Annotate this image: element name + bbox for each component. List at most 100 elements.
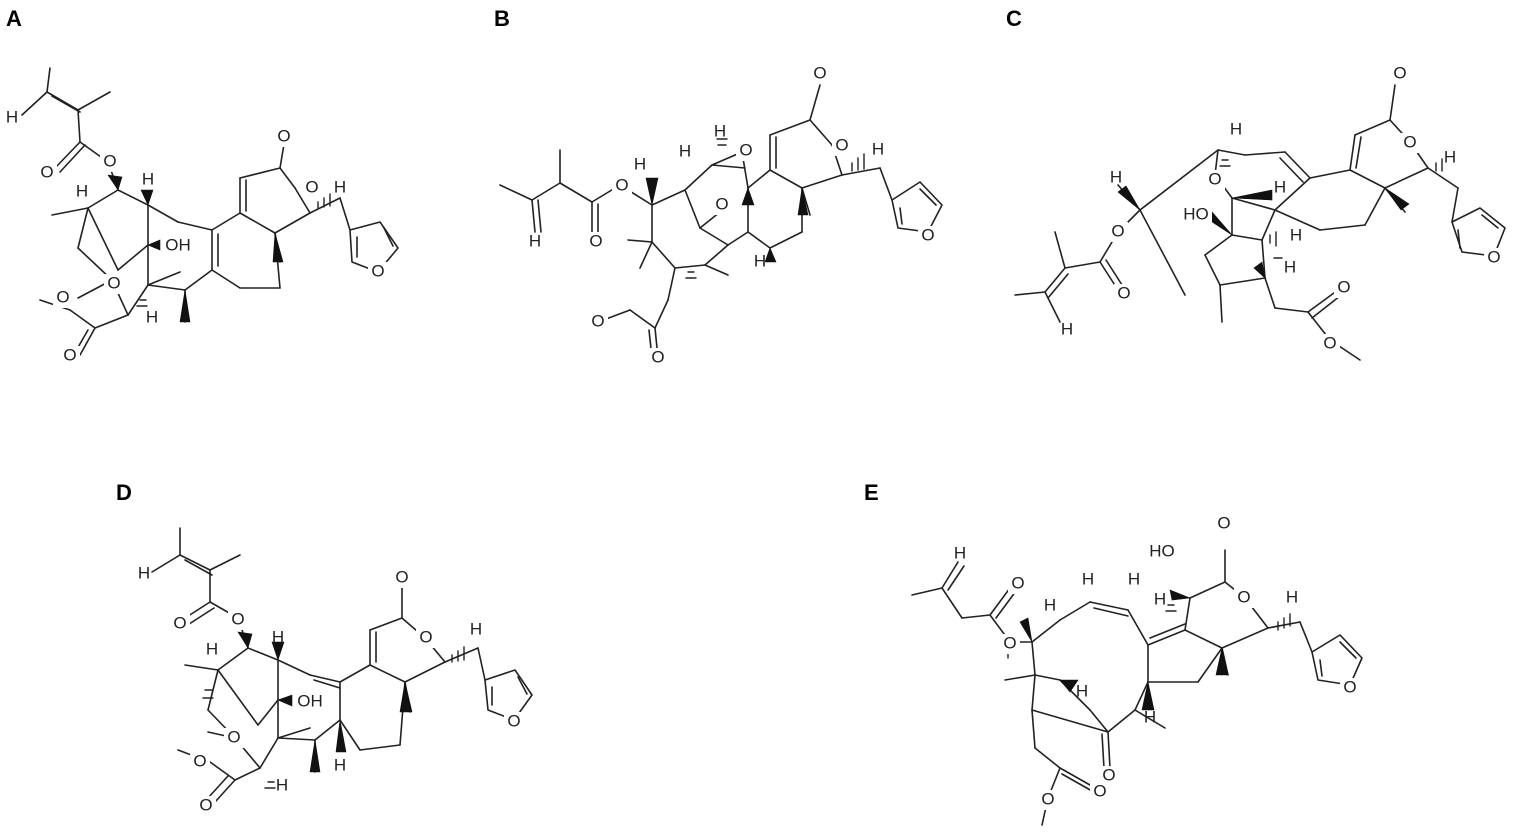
bond bbox=[209, 761, 236, 781]
bond bbox=[369, 617, 403, 631]
bond bbox=[1044, 267, 1066, 293]
bond bbox=[1309, 169, 1351, 179]
wedge-bond bbox=[237, 631, 253, 649]
atom-h: H bbox=[334, 177, 346, 196]
bond bbox=[1101, 733, 1105, 769]
atom-h: H bbox=[1274, 177, 1286, 196]
bond bbox=[1105, 259, 1125, 289]
label-bg bbox=[1008, 574, 1028, 594]
bond bbox=[1197, 647, 1223, 683]
bond bbox=[1279, 157, 1304, 183]
bond bbox=[639, 241, 653, 269]
bond bbox=[809, 119, 833, 146]
panel-c: C bbox=[1000, 0, 1517, 420]
atom-o: O bbox=[63, 345, 76, 364]
label-bg bbox=[368, 262, 388, 282]
atom-o: O bbox=[277, 126, 290, 145]
wedge-bond bbox=[179, 289, 191, 323]
bond bbox=[1107, 709, 1136, 733]
atom-oh: OH bbox=[165, 235, 191, 254]
panel-e: E bbox=[850, 470, 1370, 836]
wedge-bond bbox=[140, 189, 154, 206]
bond bbox=[1204, 254, 1221, 286]
wedge-bond bbox=[399, 681, 413, 713]
bond bbox=[207, 669, 219, 711]
label-bg bbox=[1484, 248, 1504, 268]
label-bg bbox=[810, 64, 830, 84]
bond bbox=[313, 679, 341, 689]
molecule-structure: O O O O O O O O OH H H H H H H bbox=[138, 527, 533, 816]
atom-oh: HO bbox=[1183, 204, 1209, 223]
bond bbox=[879, 167, 893, 201]
bond bbox=[404, 661, 446, 683]
bond bbox=[1089, 601, 1129, 611]
atom-h: H bbox=[872, 139, 884, 158]
bond bbox=[1059, 767, 1091, 786]
panel-label: C bbox=[1006, 6, 1022, 31]
atom-o: O bbox=[1403, 132, 1416, 151]
label-bg bbox=[1234, 588, 1254, 608]
label-bg bbox=[416, 628, 436, 648]
bond bbox=[1349, 134, 1356, 171]
atom-h: H bbox=[272, 627, 284, 646]
bond bbox=[1274, 177, 1311, 211]
bond bbox=[1354, 119, 1391, 136]
bond bbox=[277, 659, 311, 676]
wedge-bond bbox=[1384, 187, 1410, 211]
bond bbox=[1139, 209, 1186, 296]
bond bbox=[1427, 167, 1459, 189]
bond bbox=[274, 212, 311, 234]
bond bbox=[517, 676, 528, 695]
atom-o: O bbox=[1208, 169, 1221, 188]
atom-o: O bbox=[1111, 221, 1124, 240]
atom-o: O bbox=[173, 613, 186, 632]
bond bbox=[54, 141, 81, 169]
atom-o: O bbox=[193, 751, 206, 770]
bond bbox=[961, 614, 991, 619]
atom-o: O bbox=[305, 177, 318, 196]
bond bbox=[87, 189, 119, 209]
bond bbox=[1093, 607, 1129, 617]
bond bbox=[1339, 641, 1357, 659]
bond bbox=[911, 587, 943, 596]
bond bbox=[1031, 674, 1036, 711]
atom-o: O bbox=[1041, 789, 1054, 808]
bond bbox=[207, 775, 229, 799]
atom-h: H bbox=[76, 181, 88, 200]
bond bbox=[769, 169, 803, 189]
label-bg bbox=[1099, 766, 1119, 786]
bond bbox=[1184, 597, 1191, 631]
label-bg bbox=[1180, 205, 1212, 225]
atom-o: O bbox=[107, 273, 120, 292]
molecule-structure: O O O O O O O O OH H H H H H bbox=[6, 67, 399, 366]
bond bbox=[537, 199, 542, 233]
atom-h: H bbox=[206, 639, 218, 658]
bond bbox=[359, 744, 401, 751]
wedge-bond bbox=[335, 719, 347, 753]
bond bbox=[1107, 731, 1111, 769]
bond bbox=[1221, 627, 1269, 649]
bond bbox=[184, 664, 219, 671]
bond bbox=[699, 227, 729, 246]
bond bbox=[711, 164, 746, 169]
atom-o: O bbox=[231, 609, 244, 628]
bond bbox=[1047, 273, 1069, 299]
bond bbox=[531, 199, 536, 233]
bond bbox=[1189, 581, 1226, 599]
label-bg bbox=[1214, 514, 1234, 534]
label-bg bbox=[274, 127, 294, 147]
bond bbox=[941, 587, 963, 619]
label-bg bbox=[1320, 334, 1340, 354]
bond bbox=[277, 737, 316, 741]
bond bbox=[769, 119, 811, 136]
bond bbox=[77, 207, 89, 249]
bond bbox=[1299, 621, 1313, 653]
label-bg bbox=[1108, 222, 1128, 242]
atom-o: O bbox=[1117, 283, 1130, 302]
bond bbox=[383, 227, 394, 247]
bond bbox=[1311, 295, 1341, 319]
bond bbox=[217, 647, 249, 671]
bond bbox=[1231, 197, 1276, 211]
furan-ring bbox=[349, 221, 399, 273]
atom-h: H bbox=[1076, 681, 1088, 700]
